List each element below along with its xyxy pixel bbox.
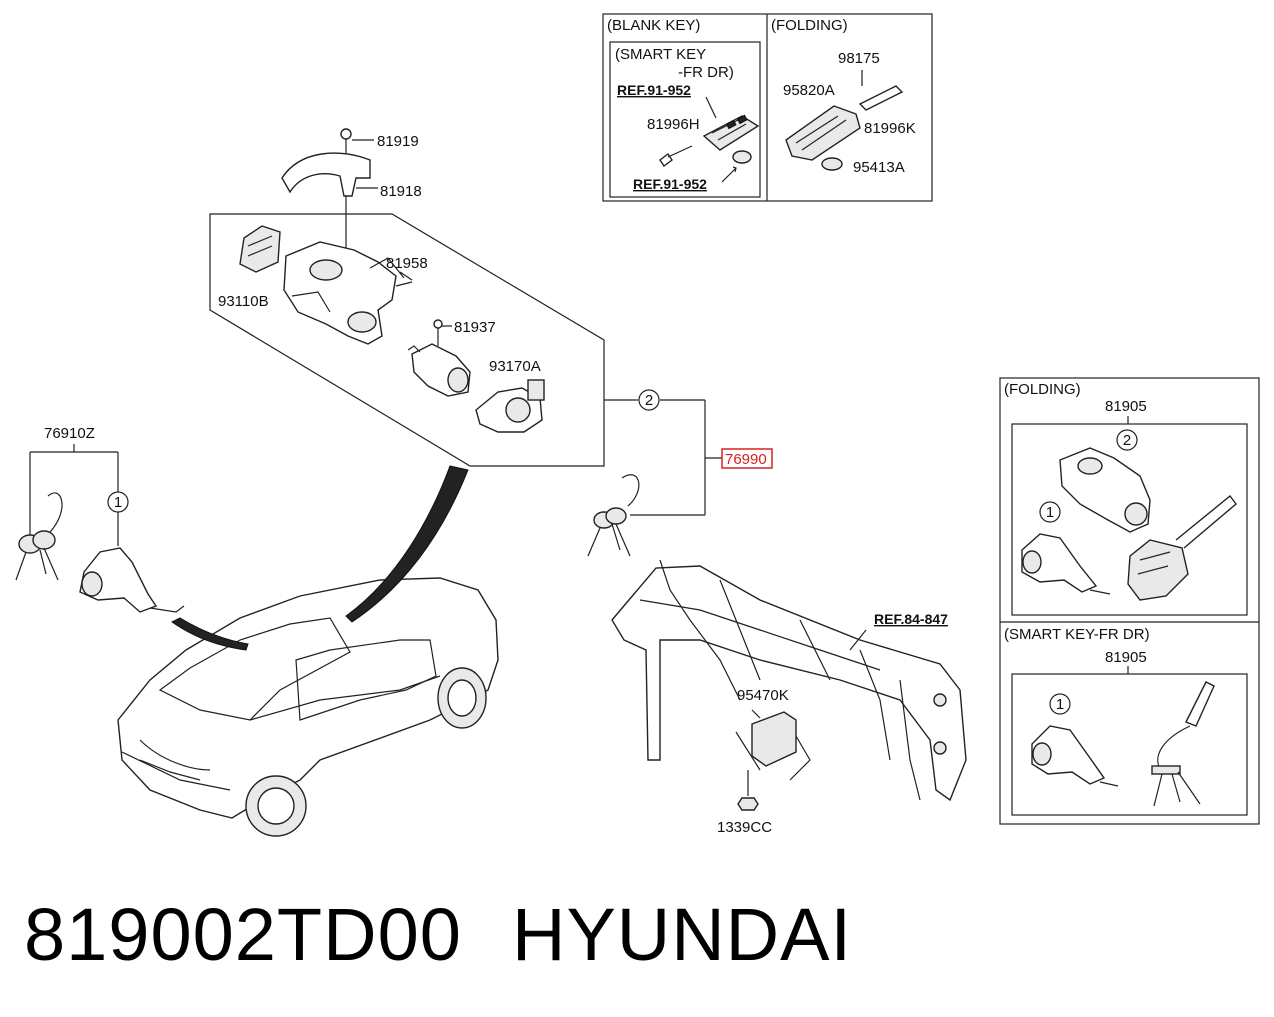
right-folding-title: (FOLDING) xyxy=(1004,381,1081,398)
ignition-assembly-frame xyxy=(209,213,605,467)
label-93170a: 93170A xyxy=(489,358,541,375)
callout-1-right-smart: 1 xyxy=(1049,693,1071,715)
right-smart-key-title: (SMART KEY-FR DR) xyxy=(1004,626,1150,643)
door-lock-group: 76910Z 1 xyxy=(15,425,185,613)
right-folding-key-icon xyxy=(1127,494,1237,601)
folding-key-fob-icon xyxy=(785,105,861,161)
screw-81937-icon xyxy=(433,319,443,346)
smart-key-title-line2: -FR DR) xyxy=(678,64,734,81)
smart-key-title-line1: (SMART KEY xyxy=(615,46,706,63)
svg-text:1: 1 xyxy=(114,494,122,511)
right-ignition-housing-icon xyxy=(1059,447,1151,533)
ignition-assembly: 81919 81918 81958 93110B 81937 93170A xyxy=(209,128,605,467)
callout-2-right: 2 xyxy=(1116,429,1138,451)
door-keys-icon xyxy=(15,492,63,581)
coin-battery-icon xyxy=(732,150,752,164)
label-81996h: 81996H xyxy=(647,116,700,133)
right-panel-frame xyxy=(999,377,1260,825)
callout-1-main: 1 xyxy=(107,491,129,513)
folding-battery-icon xyxy=(821,157,843,171)
label-1339cc: 1339CC xyxy=(717,819,772,836)
emergency-key-blade-icon xyxy=(659,145,693,168)
right-smart-cylinder-icon xyxy=(1031,725,1119,787)
blank-key-panel-title: (BLANK KEY) xyxy=(607,17,700,34)
label-95820a: 95820A xyxy=(783,82,835,99)
pointer-arrow-door xyxy=(171,617,249,651)
smart-key-fob-icon xyxy=(702,114,760,151)
key-cylinder-icon xyxy=(407,343,471,397)
label-93110b: 93110B xyxy=(218,293,269,310)
svg-text:1: 1 xyxy=(1056,696,1064,713)
label-81905-smart: 81905 xyxy=(1105,649,1147,666)
right-panel: (FOLDING) 81905 2 1 (SMART KEY-FR DR) xyxy=(999,377,1260,825)
immobilizer-coil-93170a-icon xyxy=(475,379,545,433)
label-81918: 81918 xyxy=(380,183,422,200)
smart-key-inner-frame xyxy=(609,41,761,198)
callout-1-right-folding: 1 xyxy=(1039,501,1061,523)
pointer-arrow-ignition xyxy=(345,465,469,623)
parts-diagram: (BLANK KEY) (FOLDING) (SMART KEY -FR DR)… xyxy=(15,13,1260,837)
folding-panel-title: (FOLDING) xyxy=(771,17,848,34)
right-door-cylinder-icon xyxy=(1021,533,1111,595)
nut-1339cc-icon xyxy=(737,797,759,811)
callout-2-main: 2 xyxy=(638,389,660,411)
label-81996k: 81996K xyxy=(864,120,916,137)
svg-text:2: 2 xyxy=(1123,432,1131,449)
label-95470k: 95470K xyxy=(737,687,789,704)
folding-key-blade-icon xyxy=(858,85,904,111)
vehicle-illustration xyxy=(117,577,499,837)
key-panel-top: (BLANK KEY) (FOLDING) (SMART KEY -FR DR)… xyxy=(602,13,933,202)
svg-text:1: 1 xyxy=(1046,504,1054,521)
bracket-81918-icon xyxy=(281,152,371,197)
label-81905-folding: 81905 xyxy=(1105,398,1147,415)
assembly-callout-lines xyxy=(604,399,722,516)
brand-text: HYUNDAI xyxy=(512,893,853,976)
label-95413a: 95413A xyxy=(853,159,905,176)
ref-91-952-top[interactable]: REF.91-952 xyxy=(617,82,691,98)
crossmember-illustration xyxy=(611,559,967,802)
label-76910z: 76910Z xyxy=(44,425,95,442)
ref-84-847[interactable]: REF.84-847 xyxy=(874,611,948,627)
label-98175: 98175 xyxy=(838,50,880,67)
svg-text:2: 2 xyxy=(645,392,653,409)
key-set-76990-icon xyxy=(587,474,640,557)
label-81919: 81919 xyxy=(377,133,419,150)
smart-key-unit-95470k-icon xyxy=(735,711,811,781)
ref-91-952-bottom[interactable]: REF.91-952 xyxy=(633,176,707,192)
right-smart-keys-icon xyxy=(1151,681,1215,807)
switch-93110b-icon xyxy=(239,225,281,273)
door-lock-cylinder-icon xyxy=(79,547,185,613)
svg-text:76990: 76990 xyxy=(725,451,767,468)
label-76990-highlighted[interactable]: 76990 xyxy=(721,448,773,469)
part-number-text: 819002TD00 xyxy=(24,893,462,976)
label-81937: 81937 xyxy=(454,319,496,336)
screw-81919-icon xyxy=(340,128,352,156)
footer: 819002TD00 HYUNDAI xyxy=(0,880,1274,990)
ignition-lock-housing-icon xyxy=(283,241,413,345)
